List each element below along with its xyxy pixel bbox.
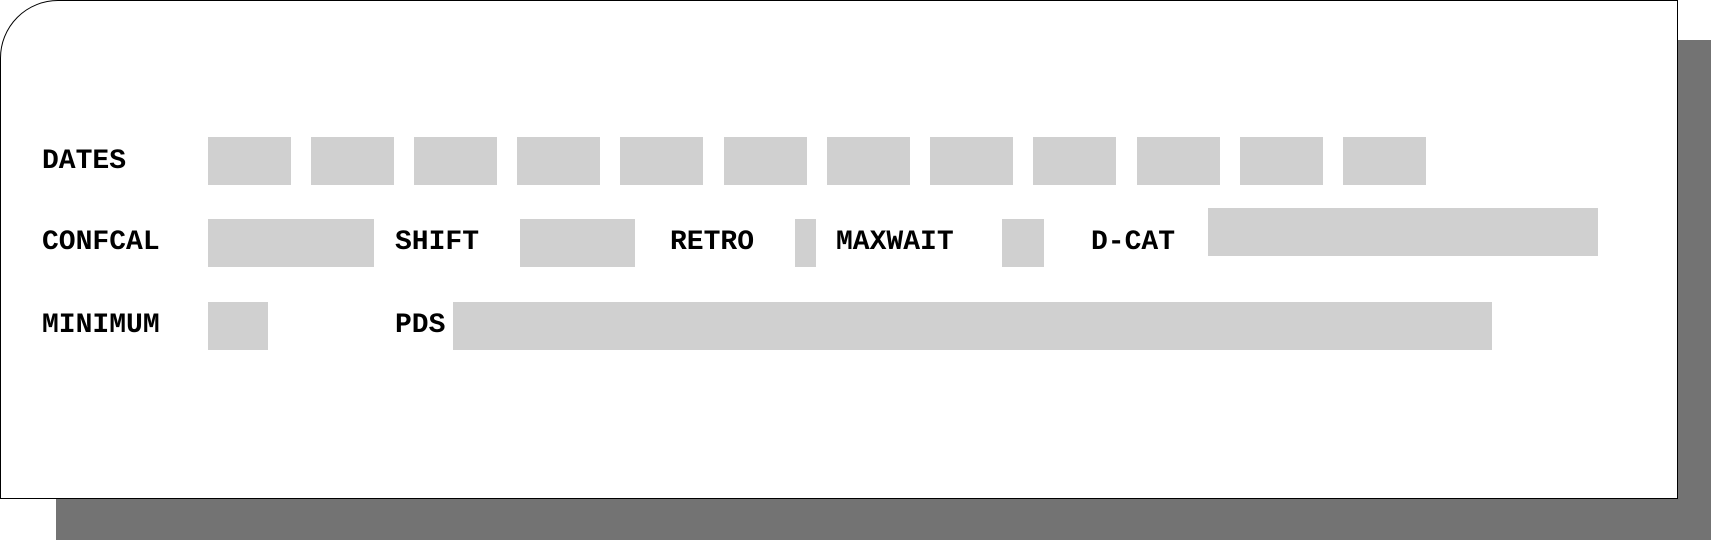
pds-field[interactable]	[453, 302, 1492, 350]
maxwait-field[interactable]	[1002, 219, 1044, 267]
date-field-8[interactable]	[930, 137, 1013, 185]
maxwait-label: MAXWAIT	[836, 227, 954, 258]
date-field-10[interactable]	[1137, 137, 1220, 185]
dcat-field[interactable]	[1208, 208, 1598, 256]
date-field-1[interactable]	[208, 137, 291, 185]
shift-label: SHIFT	[395, 227, 480, 258]
scheduling-panel: DATES CONFCAL SHIFT RETRO MAXWAIT D-CAT …	[0, 0, 1678, 499]
date-field-7[interactable]	[827, 137, 910, 185]
date-field-9[interactable]	[1033, 137, 1116, 185]
dates-label: DATES	[42, 146, 127, 177]
minimum-label: MINIMUM	[42, 310, 160, 341]
date-field-12[interactable]	[1343, 137, 1426, 185]
retro-label: RETRO	[670, 227, 755, 258]
date-field-6[interactable]	[724, 137, 807, 185]
date-field-3[interactable]	[414, 137, 497, 185]
date-field-11[interactable]	[1240, 137, 1323, 185]
dcat-label: D-CAT	[1091, 227, 1176, 258]
date-field-4[interactable]	[517, 137, 600, 185]
pds-label: PDS	[395, 310, 446, 341]
confcal-field[interactable]	[208, 219, 374, 267]
confcal-label: CONFCAL	[42, 227, 160, 258]
shift-field[interactable]	[520, 219, 635, 267]
retro-field[interactable]	[795, 219, 816, 267]
minimum-field[interactable]	[208, 302, 268, 350]
date-field-2[interactable]	[311, 137, 394, 185]
date-field-5[interactable]	[620, 137, 703, 185]
